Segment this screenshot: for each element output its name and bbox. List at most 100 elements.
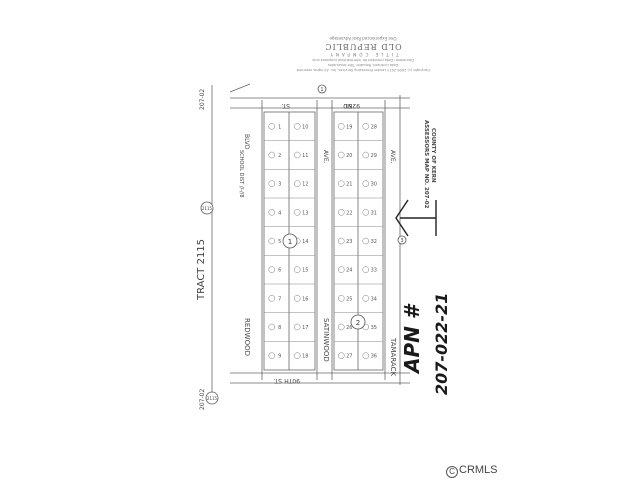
block-1-lot-number: 17 [302, 325, 308, 331]
tract-circle [200, 201, 214, 215]
block-2-lot-circle [338, 295, 345, 302]
satinwood-ave-label: AVE. [322, 150, 329, 164]
block-2-lot-circle [338, 352, 345, 359]
block-1-lot-circle [294, 295, 301, 302]
block-1-lot-number: 2 [278, 153, 281, 159]
block-2-lot-circle [362, 151, 369, 159]
assessor-map-number: ASSESSORS MAP NO. 207-02 [423, 120, 429, 209]
block-2-lot-number: 22 [346, 210, 352, 216]
block-2-lot-circle [338, 180, 345, 187]
block-2-lot-circle [338, 237, 345, 245]
block-1-lot-circle [268, 180, 275, 187]
block-1-lot-number: 5 [278, 239, 281, 245]
block-2-lot-number: 31 [371, 210, 377, 216]
block-2-lot-circle [362, 352, 369, 359]
block-1-lot-circle [294, 123, 301, 130]
block-1-lot-circle [268, 352, 275, 359]
block-2-lot-circle [338, 209, 345, 216]
block-2-lot-number: 30 [371, 182, 377, 188]
block-2-lot-circle [338, 323, 345, 331]
block-2-lot-circle [362, 295, 369, 302]
block-2-lot-number: 36 [371, 354, 377, 360]
top-street-label: ST. [281, 102, 290, 109]
block-2-lot-number: 34 [371, 296, 377, 302]
satinwood-street-label: SATINWOOD [322, 318, 330, 362]
block-1-lot-number: 6 [278, 268, 281, 274]
left-ref-top: 207-02 [199, 89, 206, 110]
block-1-circle-label: 1 [288, 238, 292, 246]
parcel-pointer-arrow [395, 199, 437, 237]
bottom-tract-circle-label: 2115 [207, 396, 218, 401]
block-1-lot-number: 14 [302, 239, 308, 245]
block-2-lot-circle [362, 266, 369, 273]
block-2-lot-number: 33 [371, 268, 377, 274]
block-2-lot-number: 26 [346, 325, 352, 331]
top-sheet-circle-label: 1 [320, 87, 323, 93]
tract-label: TRACT 2115 [196, 239, 207, 301]
block-2-lot-circle [338, 266, 345, 273]
bottom-tract-circle [205, 391, 219, 405]
block-1-lot-circle [294, 209, 301, 216]
block-2-lot-number: 29 [371, 153, 377, 159]
copyright-circle-icon: C [446, 466, 458, 478]
bottom-street-name: 90TH [284, 377, 300, 384]
block-1-lot-circle [294, 323, 301, 331]
block-2-lot-circle [362, 209, 369, 216]
right-sheet-circle [397, 235, 407, 245]
block-1-lot-number: 1 [278, 124, 281, 130]
block-1-lot-number: 8 [278, 325, 281, 331]
block-1-lot-circle [268, 323, 275, 331]
block-2-lot-circle [338, 151, 345, 159]
top-street-right-label: ST. [343, 102, 352, 109]
block-1-lot-number: 11 [302, 153, 308, 159]
block-1-outline [263, 111, 316, 371]
block-1-lot-number: 9 [278, 354, 281, 360]
block-1-lot-circle [268, 123, 275, 130]
block-2-lot-circle [362, 123, 369, 130]
handwritten-apn-annotation: APN # 207-022-21 [400, 293, 451, 395]
block-1-lot-circle [294, 266, 301, 273]
block-1-lot-circle [294, 352, 301, 359]
block-1-circle [282, 233, 298, 249]
left-ref-bottom: 207-02 [199, 389, 206, 410]
tamarack-street-label: TAMARACK [389, 337, 397, 376]
arrow-head-icon [395, 199, 409, 237]
block-2-lot-number: 21 [346, 182, 352, 188]
block-1-lot-circle [268, 237, 275, 245]
block-1-lot-circle [268, 295, 275, 302]
redwood-street-label: REDWOOD [243, 318, 251, 356]
block-1-lot-circle [294, 180, 301, 187]
block-2-lot-number: 27 [346, 354, 352, 360]
block-2-lot-number: 23 [346, 239, 352, 245]
block-1-lot-number: 18 [302, 354, 308, 360]
block-1-lot-lines [264, 140, 315, 342]
watermark-text: CRMLS [459, 464, 498, 476]
block-2-outline [333, 111, 384, 371]
right-sheet-circle-label: 3 [400, 238, 403, 244]
block-1-lot-number: 4 [278, 210, 281, 216]
block-2-lot-lines [334, 140, 383, 342]
county-label: COUNTY OF KERN [430, 128, 436, 183]
block-1-lot-number: 7 [278, 296, 281, 302]
block-1-lot-circle [268, 266, 275, 273]
block-1-lot-number: 12 [302, 182, 308, 188]
block-2-circle-label: 2 [356, 319, 360, 327]
top-street-name: 92ND [343, 102, 360, 109]
bottom-street-label: ST. [273, 377, 282, 384]
block-2-lot-circle [362, 237, 369, 245]
block-1-lot-circle [294, 151, 301, 159]
block-1-lot-number: 10 [302, 124, 308, 130]
block-2-lot-circle [338, 123, 345, 130]
block-2-circle [350, 314, 366, 330]
block-1-lot-number: 16 [302, 296, 308, 302]
block-2-lot-number: 25 [346, 296, 352, 302]
block-1-lot-number: 13 [302, 210, 308, 216]
block-1-lot-circle [268, 209, 275, 216]
north-arrow-line [229, 83, 251, 93]
block-2-lot-number: 20 [346, 153, 352, 159]
